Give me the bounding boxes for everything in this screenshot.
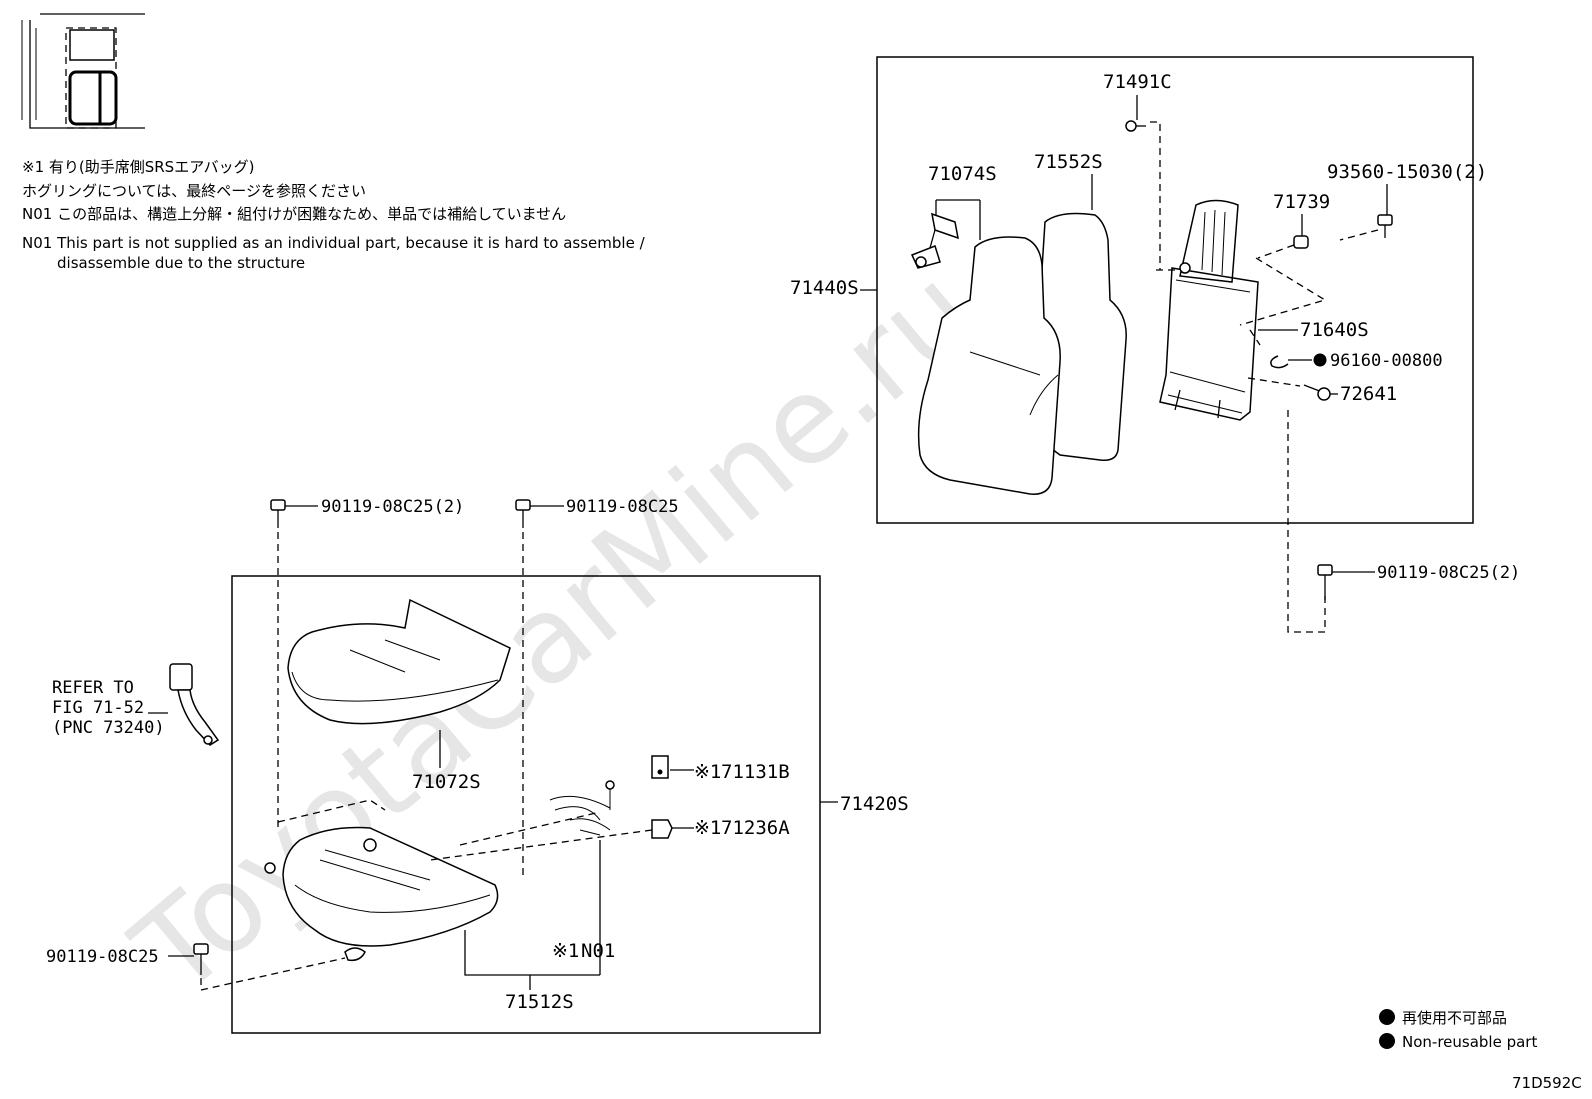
clip-icon	[1293, 235, 1309, 249]
cushion-pad	[287, 598, 511, 725]
seatback-frame	[1159, 199, 1259, 421]
note-n01-en-2: disassemble due to the structure	[57, 254, 305, 272]
label-71131B: 71131B	[721, 761, 790, 783]
hook-icon	[1125, 120, 1146, 132]
label-71552S: 71552S	[1034, 151, 1103, 173]
legend-ja: 再使用不可部品	[1402, 1009, 1507, 1027]
refer-line3: (PNC 73240)	[52, 718, 165, 738]
sensor-icon	[651, 755, 669, 779]
label-71420S: 71420S	[840, 793, 909, 815]
bolt-icon	[270, 499, 286, 528]
connector-icon	[651, 819, 673, 839]
label-96160-00800: 96160-00800	[1330, 351, 1443, 371]
legend-en: Non-reusable part	[1402, 1033, 1537, 1051]
note-n01-en-1: N01 This part is not supplied as an indi…	[22, 234, 646, 252]
label-71640S: 71640S	[1300, 319, 1369, 341]
label-72641: 72641	[1340, 383, 1397, 405]
figure-id: 71D592C	[1512, 1074, 1582, 1092]
seatback-cushion	[917, 236, 1061, 495]
legend-bullet-icon	[1379, 1033, 1395, 1049]
legend-bullet-icon	[1379, 1009, 1395, 1025]
refer-line2: FIG 71-52	[52, 698, 144, 718]
bolt-icon	[1317, 564, 1333, 600]
refer-line1: REFER TO	[52, 678, 134, 698]
label-90119-08C25-bottom-left: 90119-08C25	[46, 947, 159, 967]
label-71131B-mark: ※1	[694, 761, 721, 783]
label-90119-08C25-top-left: 90119-08C25(2)	[321, 497, 464, 517]
bracket-icon	[910, 212, 959, 269]
wire-harness	[549, 780, 615, 836]
vehicle-locator-icon	[21, 13, 145, 129]
label-71236A: 71236A	[721, 817, 790, 839]
pin-icon	[1303, 384, 1331, 401]
label-71074S: 71074S	[928, 163, 997, 185]
label-N01-mark: ※1	[552, 940, 579, 962]
note-hogring: ホグリングについては、最終ページを参照ください	[22, 182, 366, 200]
bolt-icon	[193, 943, 209, 975]
label-N01: N01	[581, 940, 615, 962]
hogring-icon	[1270, 355, 1289, 369]
bolt-icon	[515, 499, 531, 528]
note-n01-ja: N01 この部品は、構造上分解・組付けが困難なため、単品では補給していません	[22, 205, 566, 223]
nonreusable-mark-icon	[1313, 353, 1327, 367]
label-90119-08C25-right: 90119-08C25(2)	[1377, 563, 1520, 583]
label-71739: 71739	[1273, 191, 1330, 213]
bolt-icon	[1377, 214, 1393, 238]
watermark: ToyotaCarMine.ru	[109, 242, 1002, 1023]
seat-frame	[282, 826, 499, 947]
seatbelt-buckle-icon	[169, 663, 220, 746]
label-71072S: 71072S	[412, 771, 481, 793]
cushion-group-box	[231, 575, 821, 1034]
label-93560-15030: 93560-15030(2)	[1327, 161, 1487, 183]
label-71491C: 71491C	[1103, 71, 1172, 93]
note-airbag: ※1 有り(助手席側SRSエアバッグ)	[22, 158, 254, 176]
label-71440S: 71440S	[790, 277, 859, 299]
label-90119-08C25-top-right: 90119-08C25	[566, 497, 679, 517]
label-71236A-mark: ※1	[694, 817, 721, 839]
label-71512S: 71512S	[505, 991, 574, 1013]
